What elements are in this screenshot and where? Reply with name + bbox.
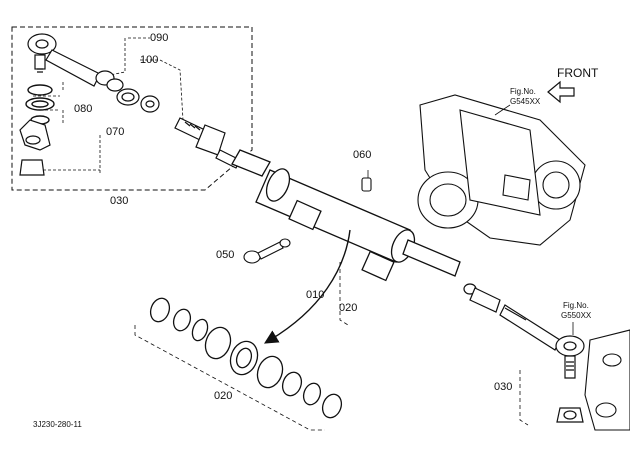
right-tie-rod-bracket (519, 370, 529, 426)
nut-and-washer-090-100 (106, 78, 160, 113)
fig-ref-right-number: G550XX (561, 311, 592, 320)
drawing-code: 3J230-280-11 (33, 420, 82, 429)
tie-rod-end-top (27, 33, 115, 87)
label-050: 050 (216, 249, 235, 261)
inner-tie-rod (174, 117, 241, 169)
bolt-050 (243, 238, 291, 264)
fig-ref-top-caption: Fig.No. (510, 87, 536, 96)
label-020-low: 020 (214, 390, 233, 402)
right-tie-rod (463, 283, 585, 423)
knuckle-070 (19, 119, 51, 176)
cylinder-bracket (339, 262, 349, 326)
label-070: 070 (106, 126, 125, 138)
label-030-top: 030 (110, 195, 129, 207)
label-030-right: 030 (494, 381, 513, 393)
axle-housing (417, 94, 586, 246)
pin-060 (361, 177, 372, 192)
label-090: 090 (150, 32, 169, 44)
power-steering-cylinder (231, 149, 461, 282)
leader-lines-top (33, 37, 184, 175)
label-080: 080 (74, 103, 93, 115)
fig-leader-top (494, 104, 511, 116)
seal-rings-080 (25, 84, 55, 125)
seal-ring-set-020 (149, 297, 343, 419)
label-100: 100 (140, 54, 159, 66)
tie-rod-end-box (11, 26, 253, 191)
callout-arrow (263, 229, 351, 344)
fig-ref-top-number: G545XX (510, 97, 541, 106)
label-020-mid: 020 (339, 302, 358, 314)
label-010: 010 (306, 289, 325, 301)
front-label: FRONT (557, 66, 599, 80)
label-060: 060 (353, 149, 372, 161)
fig-ref-right-caption: Fig.No. (563, 301, 589, 310)
lower-housing (584, 329, 630, 431)
front-arrow-icon (547, 80, 575, 104)
